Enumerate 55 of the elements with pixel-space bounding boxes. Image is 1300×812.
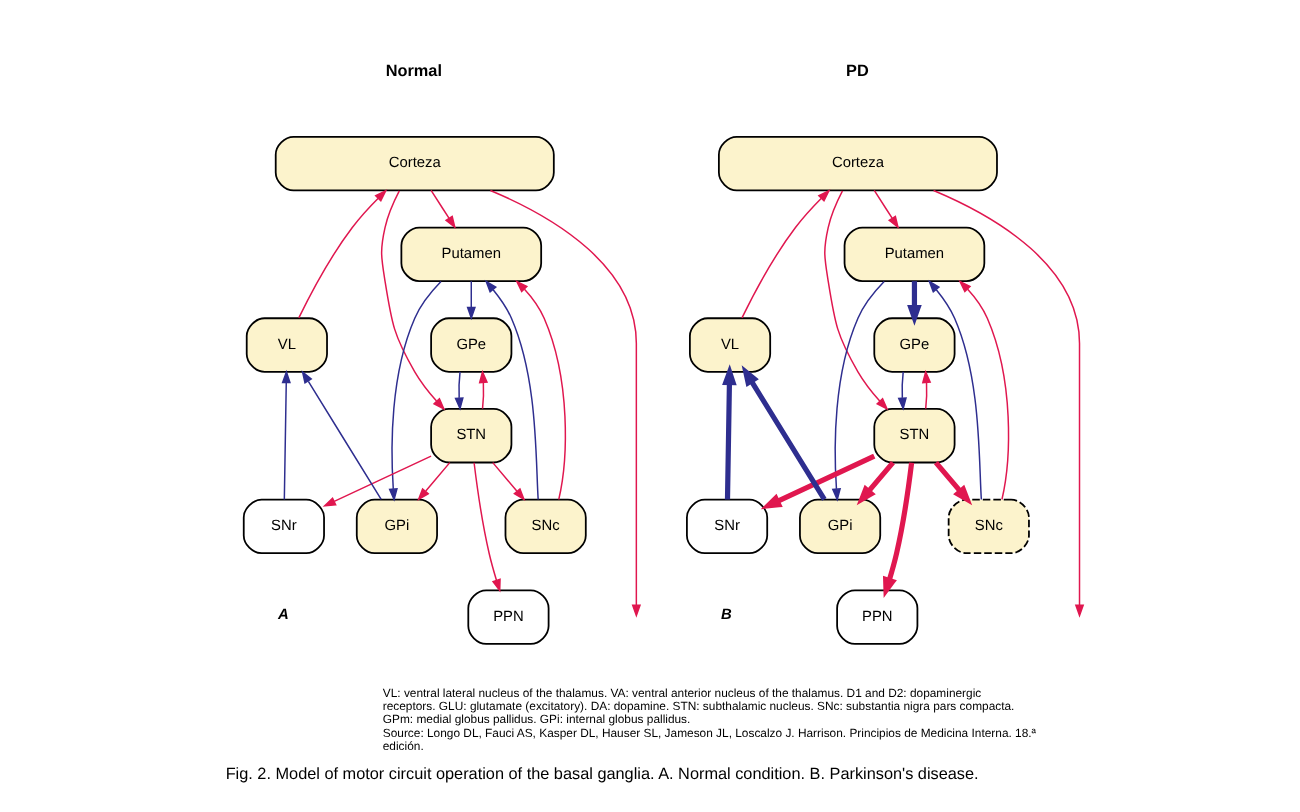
node-box: Putamen bbox=[400, 226, 543, 282]
node-box: STN bbox=[873, 408, 956, 464]
arrow bbox=[741, 189, 831, 319]
arrow bbox=[897, 371, 907, 411]
arrow bbox=[927, 279, 983, 501]
arrow bbox=[722, 364, 737, 500]
arrow bbox=[478, 369, 489, 410]
node-box: Corteza bbox=[274, 135, 555, 192]
node-box: VL bbox=[689, 317, 772, 373]
node-box: GPi bbox=[355, 498, 438, 555]
node-box: Putamen bbox=[843, 226, 986, 282]
arrow bbox=[492, 461, 526, 502]
arrow bbox=[882, 462, 915, 598]
node-box: STN bbox=[430, 408, 513, 464]
arrow bbox=[417, 461, 451, 502]
arrow bbox=[301, 370, 382, 501]
label: B bbox=[721, 605, 732, 624]
arrow bbox=[322, 455, 432, 507]
node-box: GPe bbox=[873, 317, 956, 373]
arrow bbox=[831, 280, 885, 502]
node-box: SNr bbox=[686, 498, 769, 555]
node-box: GPe bbox=[430, 317, 513, 373]
arrow bbox=[484, 279, 539, 501]
node-box: SNc bbox=[947, 498, 1030, 555]
arrow bbox=[298, 189, 388, 319]
arrow bbox=[824, 190, 889, 411]
arrow bbox=[380, 190, 446, 411]
arrow bbox=[760, 453, 876, 510]
arrow bbox=[958, 279, 1010, 501]
arrow bbox=[388, 280, 442, 502]
caption: Fig. 2. Model of motor circuit operation of the basal ganglia. A. Normal condition. B. Parkinson's disease. bbox=[225, 764, 979, 783]
node-box: Corteza bbox=[718, 135, 998, 192]
arrow bbox=[741, 365, 827, 501]
node-box: PPN bbox=[467, 589, 550, 645]
arrow bbox=[921, 369, 932, 410]
arrow bbox=[933, 460, 973, 506]
arrow bbox=[907, 281, 922, 326]
node-box: SNr bbox=[242, 498, 325, 555]
arrow bbox=[430, 189, 456, 230]
label: PD bbox=[846, 61, 869, 80]
node-box: VL bbox=[245, 317, 328, 373]
arrow bbox=[454, 371, 464, 411]
arrow bbox=[856, 460, 895, 506]
arrow bbox=[515, 279, 567, 501]
arrow bbox=[489, 189, 642, 618]
arrow bbox=[873, 189, 900, 230]
arrow bbox=[281, 369, 291, 501]
node-box: PPN bbox=[836, 589, 919, 645]
node-box: SNc bbox=[504, 498, 587, 555]
arrow bbox=[932, 189, 1085, 618]
arrow bbox=[473, 462, 501, 593]
node-box: GPi bbox=[799, 498, 882, 555]
label: A bbox=[277, 605, 289, 624]
label: Normal bbox=[385, 61, 442, 80]
arrow bbox=[466, 280, 476, 321]
